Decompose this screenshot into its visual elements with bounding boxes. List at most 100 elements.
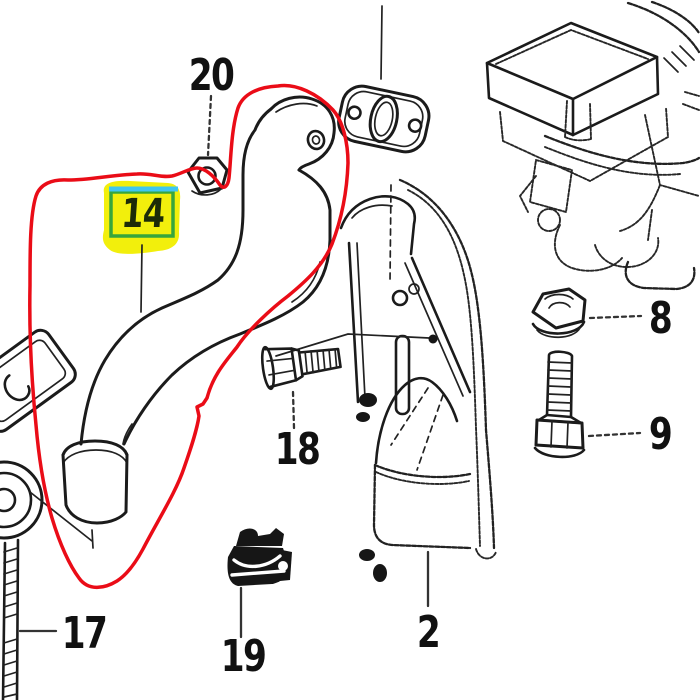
bolt-part-18: [260, 345, 342, 430]
clamp-part-19: [227, 528, 292, 639]
cover-outer-rim: [398, 178, 496, 550]
bolt18-leader-line: [291, 390, 296, 430]
clamp19-highlight-a: [232, 554, 282, 568]
bolt18-head-facets: [266, 357, 296, 376]
callout-8[interactable]: 8: [649, 293, 673, 344]
pulley-hub: [0, 487, 17, 513]
hose-flange-outline: [269, 95, 336, 172]
float-bowl: [537, 208, 561, 232]
belt-part-17: [0, 328, 94, 700]
gasket-port-oval-inner: [373, 101, 394, 137]
bolt18-threads: [304, 348, 338, 375]
air-cleaner-top: [485, 21, 659, 101]
engine-base-slab: [499, 107, 669, 182]
hose-right-edge: [122, 168, 332, 446]
engine-lower-right: [594, 237, 660, 268]
nut8-hex: [531, 287, 587, 330]
bracket-pointer-line: [275, 333, 430, 357]
bolt-part-9: [533, 350, 642, 459]
bolt9-head-facets: [550, 420, 569, 449]
pulley-mid: [0, 471, 33, 529]
strip-right-line: [15, 538, 20, 700]
bolt9-flange: [533, 446, 586, 459]
hose-end-cap-band: [61, 439, 129, 457]
hose-flange-inner: [275, 102, 318, 113]
pulley-pointer-line: [29, 491, 94, 549]
hose-end-cap-band-inner: [62, 449, 128, 464]
recoil-arc: [626, 1, 700, 54]
red-highlight-outline: [28, 83, 350, 590]
bracket-beak: [339, 194, 417, 256]
cover-dome-dash-b: [416, 394, 444, 471]
bracket-dashed-axis: [389, 184, 392, 283]
bracket-left-edge: [347, 241, 360, 404]
bracket-hole-a: [391, 289, 409, 307]
bracket-assembly: [275, 184, 472, 582]
flange-gasket: [337, 84, 431, 154]
gasket-outline: [337, 84, 431, 154]
engine-assembly: [485, 0, 700, 291]
hose-flange-bolt-hole: [306, 129, 326, 151]
engine-edge-bits: [647, 91, 700, 241]
cooling-fins: [663, 45, 695, 73]
callout-14[interactable]: 14: [120, 190, 166, 237]
hose-part-14: [61, 95, 336, 525]
bolt18-shank: [297, 347, 342, 376]
nut20-leader-line: [206, 94, 213, 157]
engine-foot: [624, 260, 696, 291]
breather-tube: [543, 134, 700, 165]
callout-20[interactable]: 20: [189, 50, 235, 101]
nut20-flange: [191, 188, 222, 196]
bolt9-threads: [546, 361, 573, 412]
cover-rim-bottom: [475, 548, 497, 560]
bracket-hypotenuse: [410, 256, 472, 394]
air-cleaner-top-inner: [495, 29, 649, 65]
nut-part-8: [531, 287, 643, 339]
hose-left-edge: [79, 107, 273, 446]
bracket-left-edge-inner: [356, 242, 366, 399]
bracket-lower-blob-b: [373, 564, 387, 582]
strip-left-line: [1, 541, 7, 700]
bolt18-head: [264, 347, 298, 389]
air-cleaner-front: [485, 61, 575, 137]
nut8-leader-line: [588, 314, 643, 320]
cover-dome-dash-a: [390, 387, 429, 446]
highlight-green-box: [109, 190, 175, 238]
nut8-flange: [531, 320, 586, 335]
callout-18[interactable]: 18: [275, 424, 321, 475]
bracket-hole-b: [408, 283, 420, 295]
belt17-bracket-outline: [0, 328, 77, 433]
bolt9-leader-line: [587, 431, 642, 438]
gasket-bolt-hole-left: [347, 105, 362, 121]
bracket-bolt-blob-a: [359, 393, 377, 407]
highlight-leader-line: [140, 244, 143, 313]
bracket-pointer-dot: [428, 334, 438, 344]
callout-9[interactable]: 9: [649, 409, 673, 460]
callout-19[interactable]: 19: [221, 631, 267, 682]
clamp19-top: [236, 528, 284, 546]
carburetor-body: [529, 159, 573, 213]
clamp19-hole: [278, 561, 288, 571]
gasket-bolt-hole-right: [407, 118, 423, 133]
pulley-outer: [0, 460, 44, 540]
cover-inner-rim: [407, 189, 481, 547]
cover-seam: [373, 463, 472, 479]
hose-bend-detail-b: [122, 423, 133, 445]
bracket-beak-inner: [351, 204, 393, 219]
highlight-label-14[interactable]: 14: [102, 180, 181, 313]
nut20-hole: [197, 166, 217, 186]
nut-part-20: [186, 94, 229, 196]
gasket-leader-line: [380, 5, 383, 80]
clamp19-highlight-b: [230, 569, 286, 577]
nut20-hex: [186, 156, 229, 195]
bolt18-flange: [260, 345, 276, 391]
hose-flange-bolt-hole-inner: [311, 135, 321, 145]
callout-17[interactable]: 17: [62, 608, 108, 659]
bolt18-washer: [290, 347, 304, 382]
callout-2[interactable]: 2: [417, 607, 441, 658]
bolt9-head: [534, 418, 585, 450]
bracket-slot: [394, 334, 411, 416]
belt17-bracket: [0, 328, 77, 433]
air-cleaner-post: [564, 100, 592, 142]
